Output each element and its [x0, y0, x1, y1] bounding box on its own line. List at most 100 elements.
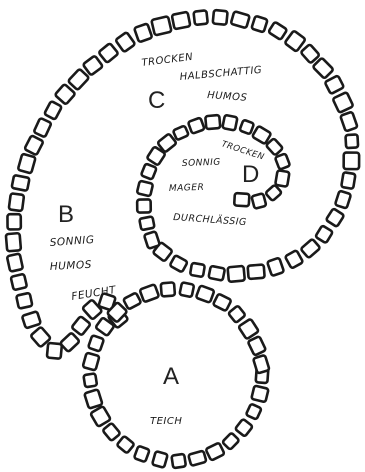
pond-rim-stone — [251, 385, 268, 402]
outer-wall-stone — [301, 239, 321, 259]
pond-rim-stone — [253, 355, 269, 374]
outer-wall-stone — [228, 266, 245, 282]
outer-wall-stone — [18, 154, 36, 174]
outer-wall-stone — [313, 58, 334, 79]
inner-wall-stone — [251, 193, 266, 209]
pond-rim-stone — [179, 282, 194, 297]
pond-rim-stone — [83, 373, 97, 387]
inner-wall-stone — [137, 199, 151, 212]
outer-wall-stone — [34, 118, 52, 137]
outer-wall-stone — [315, 225, 333, 243]
outer-wall-stone — [22, 311, 41, 328]
outer-wall-stone — [344, 153, 359, 170]
outer-wall-stone — [9, 193, 24, 211]
pond-rim-stone — [238, 319, 259, 340]
pond-rim-stone — [188, 451, 206, 466]
zone-a: A TEICH — [150, 363, 182, 427]
pond-rim-stone — [140, 284, 160, 302]
inner-wall-stone — [275, 170, 289, 187]
zone-d-line4: DURCHLÄSSIG — [173, 212, 247, 228]
inner-wall-stone — [266, 138, 283, 155]
outer-wall-stone — [340, 112, 357, 132]
outer-wall-stone — [98, 43, 118, 63]
pond-rim-stone — [152, 451, 168, 468]
zone-b-line2: HUMOS — [50, 259, 93, 273]
zone-b: B SONNIG HUMOS FEUCHT — [49, 201, 118, 303]
outer-wall-stone — [335, 191, 351, 209]
zone-c-line1: TROCKEN — [141, 52, 194, 69]
zone-c-line2: HALBSCHATTIG — [179, 65, 262, 83]
inner-wall-stone — [265, 185, 282, 202]
pond-rim-stone — [90, 406, 111, 427]
pond-rim-stone — [123, 293, 141, 310]
outer-wall-stone — [248, 265, 265, 279]
pond-rim-stone — [161, 282, 175, 296]
outer-wall-stone — [231, 11, 250, 28]
outer-wall-stone — [83, 55, 103, 75]
outer-wall-stone — [16, 293, 32, 309]
outer-wall-stone — [301, 44, 320, 63]
inner-wall-stone — [139, 216, 154, 230]
outer-wall-stone — [6, 233, 21, 251]
pond-rim-stone — [88, 335, 104, 351]
pond-rim-stone — [213, 294, 232, 312]
outer-wall-stone — [267, 258, 284, 276]
outer-wall-stone — [47, 343, 62, 359]
outer-wall-stone — [194, 10, 208, 25]
outer-wall-stone — [44, 101, 62, 120]
outer-wall-stone — [285, 250, 303, 269]
inner-wall-stone — [188, 118, 205, 134]
pond-rim-stone — [117, 436, 135, 454]
zone-a-letter: A — [163, 363, 179, 390]
pond-rim-stone — [206, 443, 225, 461]
outer-wall-stone — [24, 135, 43, 155]
inner-wall-stone — [239, 120, 254, 135]
inner-wall-stone — [137, 181, 153, 197]
outer-wall-stone — [12, 175, 30, 191]
zone-d-line1: TROCKEN — [220, 139, 266, 162]
pond-rim-stone — [102, 423, 120, 441]
outer-wall-stone — [170, 255, 188, 272]
outer-wall-stone — [268, 22, 287, 40]
pond-rim-stone — [248, 336, 266, 356]
outer-wall-stone — [172, 12, 191, 29]
outer-wall-stone — [208, 266, 225, 281]
inner-wall-stone — [222, 115, 237, 131]
inner-wall-stone — [275, 153, 290, 169]
pond-rim-stone — [83, 353, 100, 371]
inner-wall-stone — [173, 125, 189, 140]
pond-rim-stone — [134, 446, 150, 462]
outer-wall-stone — [151, 16, 171, 35]
outer-wall-stone — [251, 16, 267, 33]
pond-rim-stone — [84, 389, 102, 408]
pond-rim-stone — [171, 454, 185, 468]
inner-wall-stone — [234, 193, 249, 206]
pond-rim-stone — [222, 433, 239, 450]
outer-wall-stone — [333, 92, 354, 113]
zone-d-letter: D — [242, 161, 259, 188]
outer-wall-stone — [285, 30, 306, 51]
outer-wall-stone — [7, 253, 23, 271]
outer-wall-stone — [11, 274, 27, 290]
outer-wall-stone — [7, 214, 20, 229]
pond-rim-stone — [235, 419, 253, 437]
zone-d: D TROCKEN SONNIG MAGER DURCHLÄSSIG — [169, 139, 266, 228]
zone-d-line2: SONNIG — [182, 158, 221, 169]
zone-b-line1: SONNIG — [49, 234, 95, 249]
outer-wall-stone — [341, 172, 355, 189]
pond-rim-stone — [246, 404, 262, 420]
zone-b-letter: B — [58, 201, 74, 228]
outer-wall-stone — [325, 75, 344, 94]
pond-rim-stone — [196, 285, 215, 302]
outer-wall-stone — [60, 332, 80, 352]
outer-wall-stone — [134, 23, 152, 42]
outer-wall-stone — [326, 208, 344, 227]
outer-wall-stone — [68, 69, 89, 90]
zone-c-letter: C — [148, 87, 165, 114]
zone-a-label: TEICH — [150, 416, 182, 427]
inner-wall-stone — [205, 115, 220, 129]
outer-wall-stone — [71, 316, 90, 336]
pond-rim-stone — [228, 305, 246, 323]
outer-wall-stone — [115, 32, 135, 52]
